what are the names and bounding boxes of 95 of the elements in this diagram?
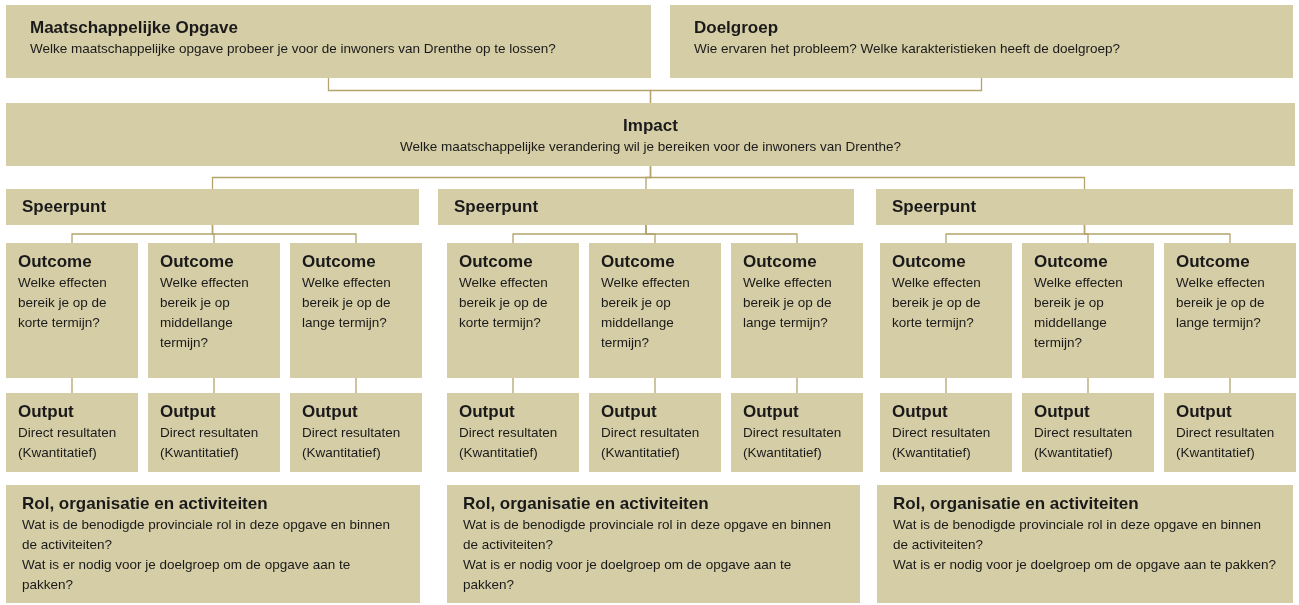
box-description: Direct resultaten (Kwantitatief): [601, 424, 701, 462]
process-box: [6, 485, 420, 603]
connector-line: [654, 377, 656, 394]
box-description: Wie ervaren het probleem? Welke karakteristieken heeft de doelgroep?: [694, 40, 1121, 58]
box-description: Welke effecten bereik je op de korte termijn?: [459, 274, 549, 332]
box-description: Direct resultaten (Kwantitatief): [18, 424, 118, 462]
process-box: [731, 243, 863, 378]
process-box: [447, 243, 579, 378]
box-title: Outcome: [1034, 251, 1109, 273]
heading-band: [6, 189, 419, 225]
box-title: Outcome: [18, 251, 93, 273]
connector-line: [355, 377, 357, 394]
box-title: Rol, organisatie en activiteiten: [893, 493, 1140, 515]
box-description: Welke effecten bereik je op middellange termijn?: [1034, 274, 1124, 352]
process-box: [1164, 393, 1296, 472]
box-title: Output: [160, 401, 217, 423]
box-description: Wat is er nodig voor je doelgroep om de opgave aan te pakken?: [463, 556, 793, 594]
box-description: Welke maatschappelijke opgave probeer je voor de inwoners van Drenthe op te lossen?: [30, 40, 557, 58]
process-box: [589, 393, 721, 472]
box-title: Output: [1176, 401, 1233, 423]
box-description: Direct resultaten (Kwantitatief): [160, 424, 260, 462]
process-box: [447, 393, 579, 472]
box-description: Welke effecten bereik je op de korte termijn?: [18, 274, 108, 332]
box-description: Welke effecten bereik je op de lange termijn?: [743, 274, 833, 332]
connector-line: [1083, 224, 1231, 244]
process-box: [290, 393, 422, 472]
box-description: Direct resultaten (Kwantitatief): [892, 424, 992, 462]
connector-line: [945, 377, 947, 394]
box-title: Speerpunt: [22, 196, 108, 218]
box-title: Output: [459, 401, 516, 423]
process-box: [670, 5, 1293, 78]
box-title: Outcome: [160, 251, 235, 273]
process-box: [148, 243, 280, 378]
box-title: Output: [601, 401, 658, 423]
heading-band: [438, 189, 854, 225]
connector-line: [645, 224, 798, 244]
box-description: Wat is de benodigde provinciale rol in deze opgave en binnen de activiteiten?: [463, 516, 832, 554]
box-description: Wat is er nodig voor je doelgroep om de opgave aan te pakken?: [22, 556, 352, 594]
process-box: [6, 393, 138, 472]
box-title: Outcome: [459, 251, 534, 273]
process-box: [1022, 393, 1154, 472]
box-description: Welke effecten bereik je op middellange termijn?: [601, 274, 691, 352]
box-description: Welke effecten bereik je op de korte termijn?: [892, 274, 982, 332]
box-title: Speerpunt: [454, 196, 540, 218]
connector-line: [1087, 377, 1089, 394]
process-box: [589, 243, 721, 378]
heading-band: [876, 189, 1293, 225]
box-title: Output: [18, 401, 75, 423]
connector-line: [649, 77, 983, 104]
connector-line: [71, 377, 73, 394]
box-title: Outcome: [601, 251, 676, 273]
process-box: [877, 485, 1293, 603]
connector-line: [796, 377, 798, 394]
process-box: [880, 243, 1012, 378]
box-description: Wat is er nodig voor je doelgroep om de opgave aan te pakken?: [893, 556, 1277, 574]
connector-line: [1229, 377, 1231, 394]
connector-line: [213, 377, 215, 394]
process-box: [447, 485, 860, 603]
box-title: Outcome: [892, 251, 967, 273]
box-title: Impact: [623, 115, 678, 137]
process-box: [880, 393, 1012, 472]
box-description: Welke effecten bereik je op de lange termijn?: [1176, 274, 1266, 332]
process-box: [6, 5, 651, 78]
connector-line: [512, 377, 514, 394]
process-box: [1164, 243, 1296, 378]
box-description: Direct resultaten (Kwantitatief): [1034, 424, 1134, 462]
box-description: Wat is de benodigde provinciale rol in deze opgave en binnen de activiteiten?: [22, 516, 391, 554]
box-title: Rol, organisatie en activiteiten: [463, 493, 710, 515]
box-title: Doelgroep: [694, 17, 780, 39]
box-description: Welke effecten bereik je op middellange termijn?: [160, 274, 250, 352]
box-title: Outcome: [1176, 251, 1251, 273]
box-title: Output: [302, 401, 359, 423]
box-description: Direct resultaten (Kwantitatief): [459, 424, 559, 462]
connector-line: [211, 224, 357, 244]
box-title: Output: [892, 401, 949, 423]
process-box: [6, 243, 138, 378]
box-title: Rol, organisatie en activiteiten: [22, 493, 269, 515]
box-description: Direct resultaten (Kwantitatief): [302, 424, 402, 462]
process-box: [148, 393, 280, 472]
process-box: [6, 103, 1295, 166]
box-title: Outcome: [302, 251, 377, 273]
box-description: Welke effecten bereik je op de lange termijn?: [302, 274, 392, 332]
process-box: [290, 243, 422, 378]
box-title: Maatschappelijke Opgave: [30, 17, 239, 39]
box-title: Output: [1034, 401, 1091, 423]
box-description: Welke maatschappelijke verandering wil je bereiken voor de inwoners van Drenthe?: [400, 138, 901, 156]
process-box: [731, 393, 863, 472]
box-description: Wat is de benodigde provinciale rol in deze opgave en binnen de activiteiten?: [893, 516, 1262, 554]
box-description: Direct resultaten (Kwantitatief): [743, 424, 843, 462]
box-title: Output: [743, 401, 800, 423]
box-title: Speerpunt: [892, 196, 978, 218]
process-box: [1022, 243, 1154, 378]
connector-line: [649, 165, 1086, 190]
box-title: Outcome: [743, 251, 818, 273]
box-description: Direct resultaten (Kwantitatief): [1176, 424, 1276, 462]
